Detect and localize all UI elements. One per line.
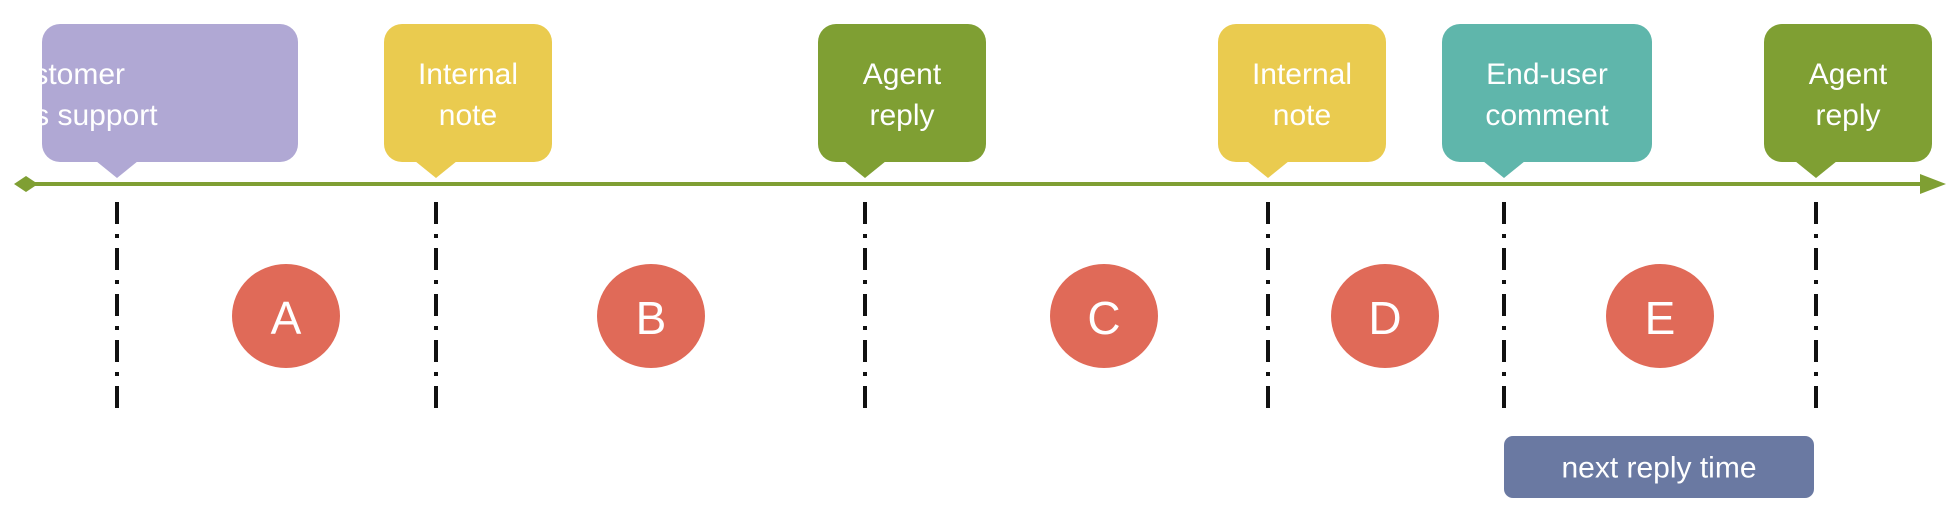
interval-a: A (232, 264, 340, 368)
event-bubble-5: End-user comment (1442, 24, 1652, 178)
event-bubble-line-2: comment (1485, 99, 1609, 132)
event-markers (115, 202, 1818, 408)
event-bubble-box (384, 24, 552, 162)
event-bubble-2: Internal note (384, 24, 552, 178)
event-bubble-box (818, 24, 986, 162)
interval-e: E (1606, 264, 1714, 368)
interval-circle (1606, 264, 1714, 368)
event-bubble-4: Internal note (1218, 24, 1386, 178)
event-bubble-line-2: note (1273, 99, 1331, 132)
timeline-axis (14, 174, 1946, 194)
interval-circle (597, 264, 705, 368)
event-bubble-tail (1483, 161, 1525, 178)
interval-label: D (1368, 292, 1401, 344)
event-bubble-box (42, 24, 298, 162)
interval-label: C (1087, 292, 1120, 344)
event-bubble-tail (1795, 161, 1837, 178)
event-bubble-line-1: Agent (1809, 58, 1888, 91)
event-bubble-tail (844, 161, 886, 178)
interval-label: B (636, 292, 667, 344)
interval-b: B (597, 264, 705, 368)
interval-d: D (1331, 264, 1439, 368)
interval-labels: A B C D E (232, 264, 1714, 368)
interval-c: C (1050, 264, 1158, 368)
event-bubble-6: Agent reply (1764, 24, 1932, 178)
event-bubble-line-1: Internal (418, 58, 518, 91)
event-bubble-tail (415, 161, 457, 178)
event-bubble-line-1: End-user (1486, 58, 1608, 91)
interval-circle (1050, 264, 1158, 368)
event-bubble-tail (1247, 161, 1289, 178)
interval-circle (232, 264, 340, 368)
event-bubble-line-2: reply (1815, 99, 1880, 132)
event-bubble-1: Customer emails support (0, 24, 298, 178)
event-bubble-line-2: note (439, 99, 497, 132)
event-bubble-3: Agent reply (818, 24, 986, 178)
event-bubble-box (1442, 24, 1652, 162)
interval-circle (1331, 264, 1439, 368)
event-bubble-box (1218, 24, 1386, 162)
event-bubble-line-1: Internal (1252, 58, 1352, 91)
event-bubble-line-1: Customer (0, 58, 125, 91)
span-label-box (1504, 436, 1814, 498)
next-reply-time-span: next reply time (1504, 436, 1814, 498)
event-bubble-tail (96, 161, 138, 178)
span-label-text: next reply time (1561, 452, 1756, 485)
event-bubble-line-1: Agent (863, 58, 942, 91)
event-bubble-box (1764, 24, 1932, 162)
timeline-start-diamond (14, 176, 38, 192)
event-bubbles: Customer emails support Internal note Agent r… (0, 24, 1932, 178)
interval-label: E (1645, 292, 1676, 344)
event-bubble-line-2: reply (869, 99, 934, 132)
event-bubble-line-2: emails support (0, 99, 158, 132)
timeline-arrowhead (1920, 174, 1946, 194)
interval-label: A (271, 292, 302, 344)
